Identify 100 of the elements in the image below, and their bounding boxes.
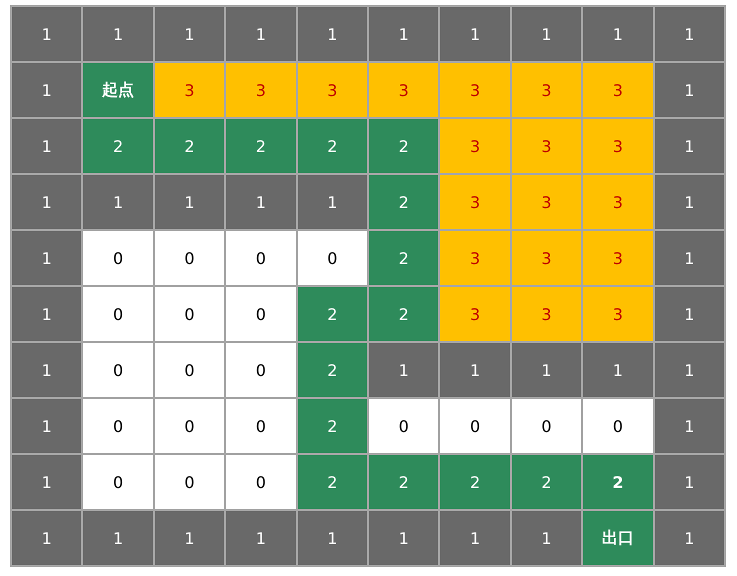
grid-cell: 2 [298, 455, 367, 509]
grid-cell: 0 [154, 231, 224, 285]
grid-cell: 1 [83, 7, 153, 61]
grid-cell: 0 [226, 399, 296, 453]
grid-cell: 2 [440, 455, 510, 509]
grid-cell: 1 [654, 287, 724, 341]
grid-cell: 3 [583, 175, 653, 229]
grid-cell: 2 [369, 119, 438, 173]
grid-cell: 0 [83, 343, 153, 397]
grid-cell: 1 [298, 511, 367, 565]
grid-cell: 1 [154, 7, 224, 61]
grid-cell: 3 [369, 63, 438, 117]
grid-cell: 起点 [83, 63, 153, 117]
grid-cell: 2 [298, 399, 367, 453]
grid-cell: 1 [226, 511, 296, 565]
grid-cell: 3 [440, 119, 510, 173]
grid-cell: 1 [226, 175, 296, 229]
grid-cell: 1 [654, 455, 724, 509]
grid-cell: 1 [12, 231, 82, 285]
grid-cell: 3 [226, 63, 296, 117]
grid-cell: 1 [583, 343, 653, 397]
grid-cell: 3 [440, 63, 510, 117]
grid-cell: 3 [512, 119, 582, 173]
grid-cell: 0 [83, 231, 153, 285]
grid-cell: 1 [654, 511, 724, 565]
grid-cell: 2 [154, 119, 224, 173]
grid-cell: 0 [512, 399, 582, 453]
grid-cell: 3 [512, 231, 582, 285]
grid-cell: 1 [369, 7, 438, 61]
grid-cell: 2 [298, 119, 367, 173]
grid-cell: 0 [226, 287, 296, 341]
grid-cell: 1 [654, 399, 724, 453]
grid-cell: 2 [298, 343, 367, 397]
grid-cell: 3 [583, 63, 653, 117]
grid-cell: 1 [512, 511, 582, 565]
grid-cell: 1 [583, 7, 653, 61]
grid-cell: 3 [440, 287, 510, 341]
grid-cell: 2 [298, 287, 367, 341]
grid-cell: 1 [83, 511, 153, 565]
grid-cell: 1 [654, 343, 724, 397]
grid-cell: 1 [12, 63, 82, 117]
grid-cell: 1 [12, 511, 82, 565]
grid-cell: 1 [654, 63, 724, 117]
grid-cell: 1 [154, 511, 224, 565]
grid-cell: 1 [12, 175, 82, 229]
grid-cell: 2 [369, 455, 438, 509]
grid-cell: 0 [83, 399, 153, 453]
grid-cell: 0 [583, 399, 653, 453]
grid-cell: 1 [226, 7, 296, 61]
grid-cell: 1 [512, 343, 582, 397]
grid-cell: 3 [512, 287, 582, 341]
grid-cell: 1 [512, 7, 582, 61]
grid-cell: 0 [83, 455, 153, 509]
grid-cell: 0 [226, 343, 296, 397]
grid-cell: 3 [154, 63, 224, 117]
grid-cell: 1 [154, 175, 224, 229]
grid-cell: 0 [298, 231, 367, 285]
grid-cell: 3 [583, 119, 653, 173]
grid-cell: 3 [440, 231, 510, 285]
grid-cell: 0 [154, 287, 224, 341]
grid-cell: 1 [654, 7, 724, 61]
grid-cell: 0 [154, 455, 224, 509]
grid-cell: 1 [440, 343, 510, 397]
grid-cell: 1 [83, 175, 153, 229]
grid-cell: 1 [654, 119, 724, 173]
grid-cell: 2 [369, 287, 438, 341]
grid-cell: 3 [298, 63, 367, 117]
grid-cell: 1 [654, 231, 724, 285]
grid-cell: 0 [83, 287, 153, 341]
grid-cell: 3 [583, 231, 653, 285]
grid-cell: 1 [369, 343, 438, 397]
grid-cell: 3 [440, 175, 510, 229]
grid-cell: 1 [12, 455, 82, 509]
grid-cell: 1 [298, 7, 367, 61]
grid-cell: 1 [12, 343, 82, 397]
grid-cell: 0 [369, 399, 438, 453]
grid-cell: 2 [83, 119, 153, 173]
grid-cell: 3 [512, 63, 582, 117]
grid-cell: 2 [226, 119, 296, 173]
grid-cell: 2 [583, 455, 653, 509]
grid-cell: 3 [512, 175, 582, 229]
grid-cell: 1 [654, 175, 724, 229]
grid-cell: 1 [440, 7, 510, 61]
grid-cell: 1 [369, 511, 438, 565]
grid-cell: 1 [12, 399, 82, 453]
grid-cell: 1 [298, 175, 367, 229]
grid-cell: 2 [369, 175, 438, 229]
grid-cell: 0 [154, 399, 224, 453]
grid-cell: 2 [369, 231, 438, 285]
grid-cell: 2 [512, 455, 582, 509]
grid-cell: 1 [440, 511, 510, 565]
grid-cell: 0 [226, 231, 296, 285]
grid-cell: 0 [226, 455, 296, 509]
grid-cell: 0 [154, 343, 224, 397]
grid-cell: 1 [12, 119, 82, 173]
grid-cell: 1 [12, 7, 82, 61]
grid-cell: 3 [583, 287, 653, 341]
grid-cell: 出口 [583, 511, 653, 565]
grid-cell: 1 [12, 287, 82, 341]
grid-cell: 0 [440, 399, 510, 453]
